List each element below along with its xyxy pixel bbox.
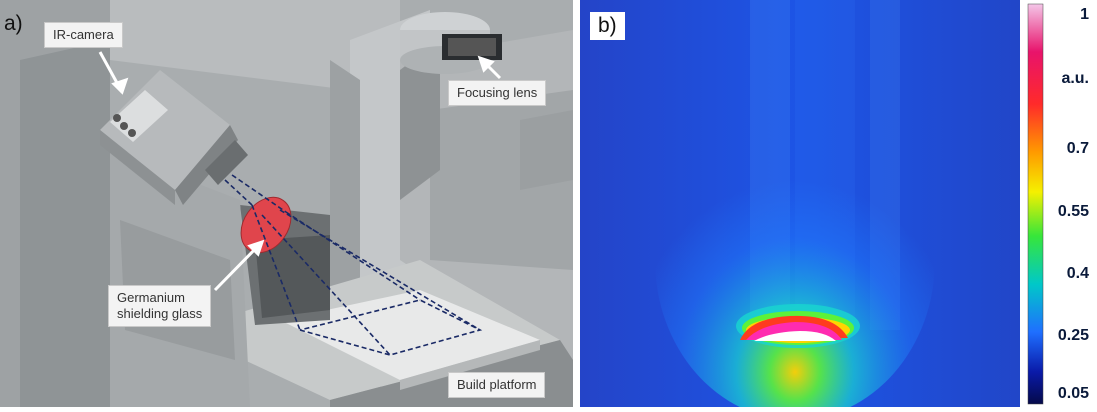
colorbar-tick-0-55: 0.55 [1057, 203, 1089, 220]
colorbar-tick-0-25: 0.25 [1057, 327, 1089, 344]
colorbar [1027, 3, 1044, 405]
callout-germanium-glass: Germanium shielding glass [108, 285, 212, 327]
thermal-plume [655, 100, 935, 412]
callout-germanium-line1: Germanium [117, 290, 185, 305]
panel-b-thermal-image: b) 1 a.u. 0.7 0.55 0.4 0.25 0.05 [580, 0, 1097, 412]
machine-illustration [0, 0, 573, 407]
callout-focusing-lens: Focusing lens [448, 80, 547, 106]
panel-a-machine-diagram: a) IR-camera Focusing lens Germanium shi… [0, 0, 573, 407]
thermal-image [580, 0, 1044, 412]
panel-b-label: b) [590, 12, 625, 40]
callout-build-platform: Build platform [448, 372, 546, 398]
panel-a-label: a) [4, 12, 23, 35]
colorbar-unit-label: a.u. [1061, 70, 1089, 87]
colorbar-tick-0-7: 0.7 [1066, 140, 1089, 157]
colorbar-tick-1: 1 [1080, 6, 1089, 23]
colorbar-tick-0-4: 0.4 [1066, 265, 1089, 282]
callout-germanium-line2: shielding glass [117, 306, 203, 321]
colorbar-tick-0-05: 0.05 [1057, 385, 1089, 402]
callout-ir-camera: IR-camera [44, 22, 123, 48]
